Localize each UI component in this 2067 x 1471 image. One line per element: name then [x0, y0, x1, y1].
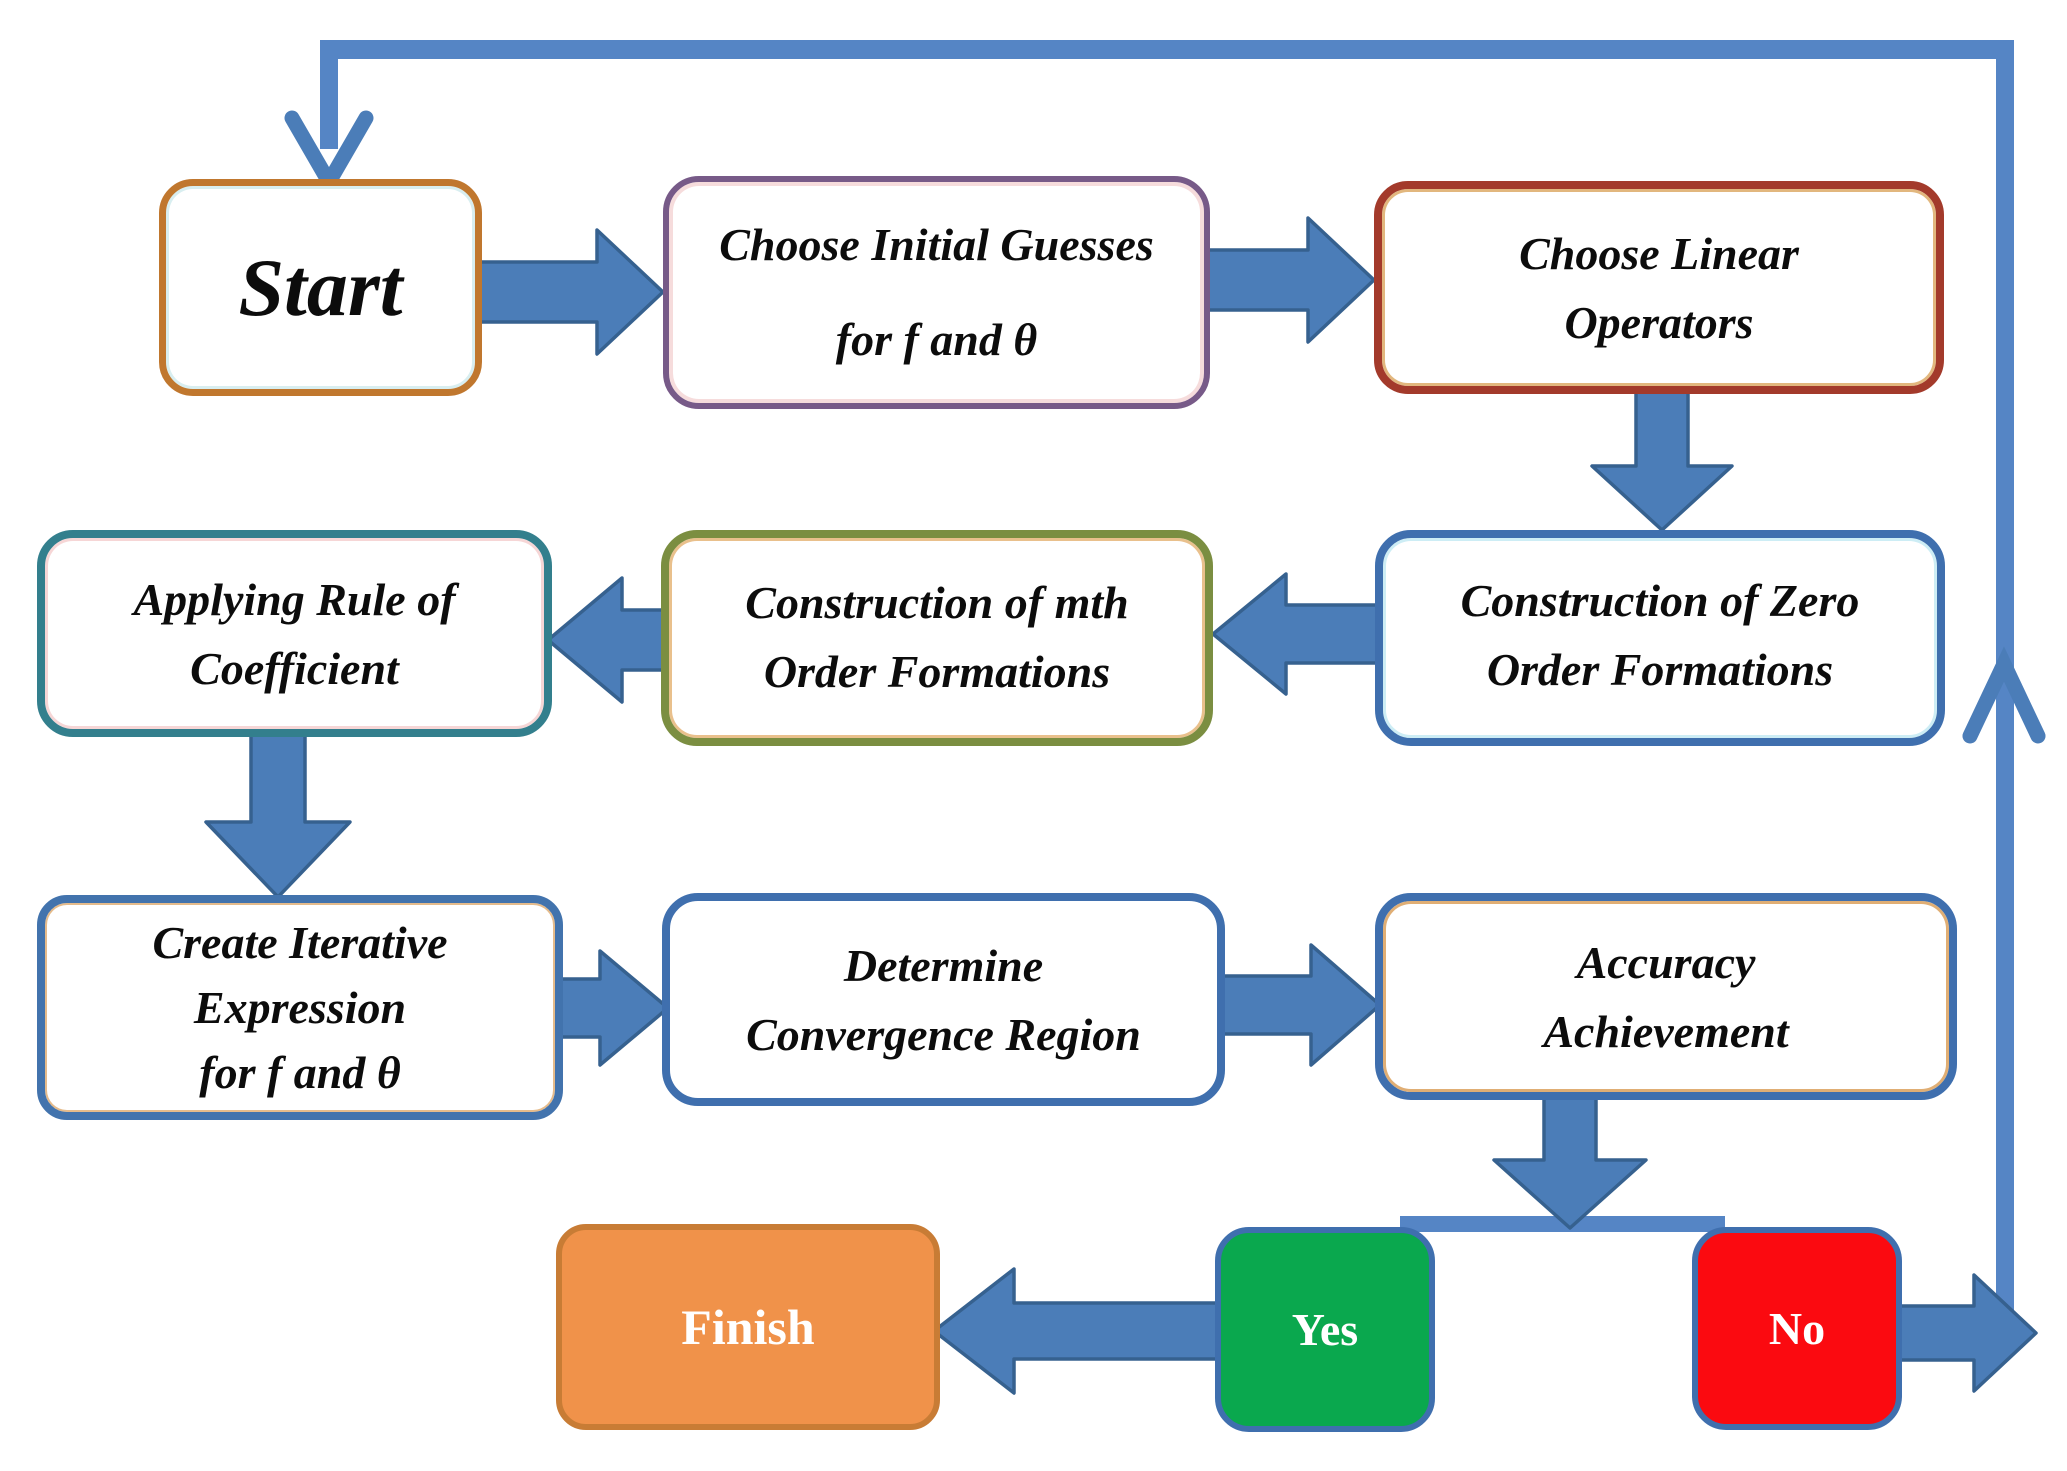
node-zero-order-formations: Construction of Zero Order Formations	[1375, 530, 1945, 746]
node-linear-operators: Choose Linear Operators	[1374, 181, 1944, 394]
node-label: Yes	[1291, 1303, 1359, 1355]
node-label-line: Coefficient	[190, 642, 399, 694]
node-label-line: Operators	[1564, 296, 1754, 348]
chevron-up-arrowhead-icon	[1962, 646, 2046, 744]
node-label-line: for f and θ	[199, 1047, 401, 1099]
feedback-left-drop	[320, 49, 338, 149]
node-accuracy-achievement: Accuracy Achievement	[1375, 893, 1957, 1100]
node-determine-convergence-region: Determine Convergence Region	[662, 893, 1225, 1106]
arrow-yes-to-finish	[932, 1267, 1223, 1395]
arrow-rule-of-coefficient-to-iterative-expression	[204, 729, 352, 899]
arrow-convergence-region-to-accuracy-achievement	[1217, 943, 1382, 1067]
node-label-line: Convergence Region	[746, 1008, 1141, 1060]
node-applying-rule-of-coefficient: Applying Rule of Coefficient	[37, 530, 552, 737]
arrow-accuracy-achievement-to-decision-bar	[1492, 1092, 1648, 1230]
node-label-line: Construction of mth	[745, 577, 1129, 628]
arrow-linear-operators-to-zero-order	[1590, 388, 1734, 532]
node-label: Start	[238, 242, 403, 333]
node-no: No	[1692, 1227, 1902, 1430]
feedback-right-line	[1996, 40, 2014, 1332]
arrow-no-to-feedback-line	[1894, 1273, 2038, 1393]
node-label-line: Create Iterative	[152, 916, 448, 968]
node-label-line: Accuracy	[1576, 936, 1756, 988]
decision-branch-bar	[1400, 1216, 1725, 1232]
arrow-start-to-initial-guesses	[474, 228, 665, 356]
feedback-top-line	[320, 40, 2014, 59]
node-label: Finish	[681, 1299, 815, 1355]
node-mth-order-formations: Construction of mth Order Formations	[661, 530, 1213, 746]
arrow-zero-order-to-mth-order	[1211, 572, 1382, 696]
node-start: Start	[159, 179, 482, 396]
arrow-mth-order-to-rule-of-coefficient	[546, 576, 669, 704]
node-label-line: Construction of Zero	[1460, 575, 1860, 626]
node-label-line: Expression	[193, 981, 407, 1033]
node-label: No	[1768, 1302, 1826, 1354]
node-label-line: Choose Initial Guesses	[719, 218, 1154, 270]
node-label-line: Order Formations	[1486, 644, 1834, 695]
node-label-line: Choose Linear	[1519, 227, 1799, 279]
arrow-iterative-expression-to-convergence-region	[555, 949, 670, 1067]
node-label-line: Achievement	[1543, 1005, 1789, 1057]
node-label-line: Determine	[843, 939, 1044, 991]
node-label-line: Order Formations	[763, 646, 1111, 697]
node-create-iterative-expression: Create Iterative Expression for f and θ	[37, 895, 563, 1120]
node-label-line: for f and θ	[835, 313, 1038, 365]
node-finish: Finish	[556, 1224, 940, 1430]
node-yes: Yes	[1215, 1227, 1435, 1432]
arrow-initial-guesses-to-linear-operators	[1202, 216, 1376, 344]
node-initial-guesses: Choose Initial Guesses for f and θ	[663, 176, 1210, 409]
node-label-line: Applying Rule of	[133, 573, 456, 625]
